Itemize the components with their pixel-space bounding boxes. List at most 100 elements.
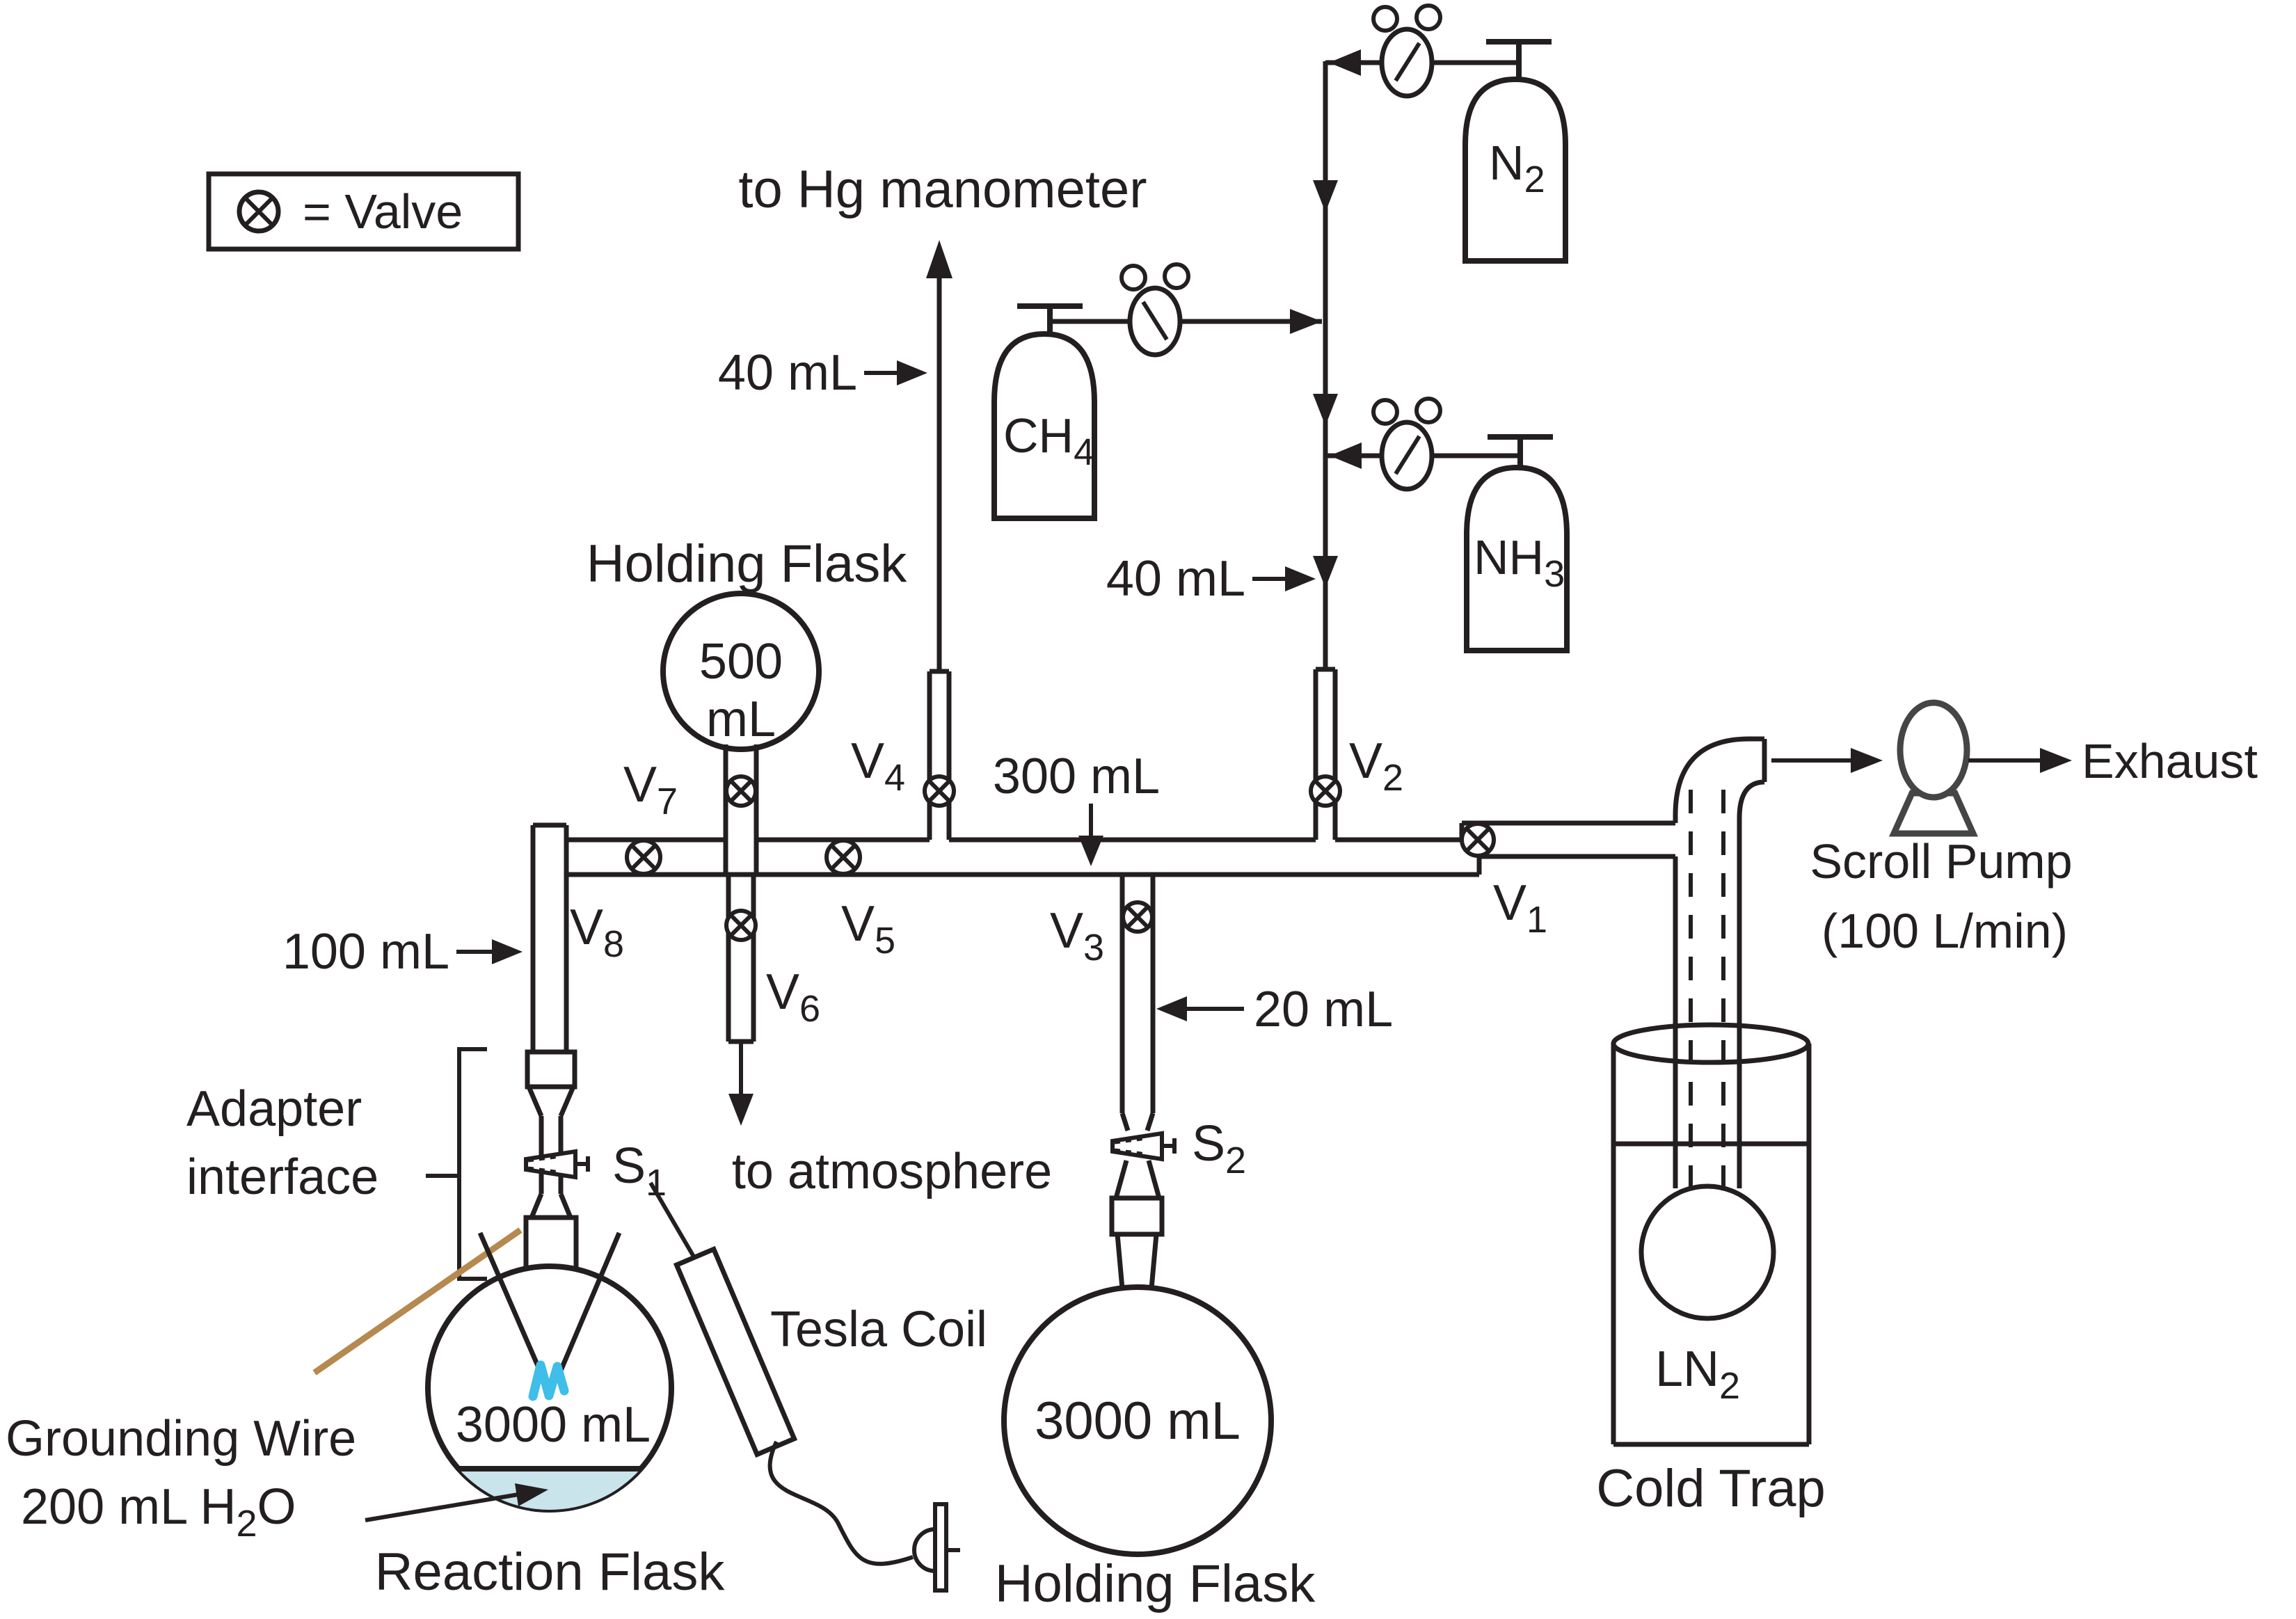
electrode-left xyxy=(477,1231,545,1377)
water-fill xyxy=(459,1469,641,1510)
valve-v2-icon xyxy=(1309,774,1342,808)
down-arrow-icon xyxy=(728,1094,754,1126)
dewar-rim xyxy=(1611,1022,1811,1065)
valve-legend: = Valve xyxy=(206,171,521,252)
ch4-label: CH4 xyxy=(1003,408,1094,473)
down-arrow-icon xyxy=(1313,394,1338,426)
exhaust-label: Exhaust xyxy=(2082,734,2258,788)
scroll-pump-rate-label: (100 L/min) xyxy=(1821,904,2068,958)
valve-v8-icon xyxy=(625,838,662,876)
holding-flask-3000-bulb xyxy=(1001,1284,1274,1557)
grounding-wire-label: Grounding Wire xyxy=(6,1411,356,1467)
stopcock-s1-icon xyxy=(524,1149,590,1180)
holding-flask-bottom-title: Holding Flask xyxy=(995,1554,1316,1613)
v6-port: to atmosphere xyxy=(726,875,1052,1199)
reaction-flask-capacity: 3000 mL xyxy=(456,1397,651,1453)
n2-regulator-icon xyxy=(1371,3,1442,99)
v3-port-holding-flask: 20 mL 3000 mL Holding Flask xyxy=(995,875,1393,1613)
main-manifold: 100 mL 300 mL xyxy=(282,749,1482,1052)
ground-glass-joint xyxy=(1109,1195,1165,1237)
left-arrow-icon xyxy=(1329,49,1361,76)
stopcock-s2-label: S2 xyxy=(1192,1116,1246,1181)
valve-v8-label: V8 xyxy=(570,900,624,965)
valve-v4-label: V4 xyxy=(851,733,905,799)
ch4-regulator-icon xyxy=(1119,262,1190,358)
ch4-cylinder xyxy=(991,330,1097,521)
reaction-flask: 3000 mL Reaction Flask Grounding Wire 20… xyxy=(6,1227,726,1602)
valve-v6-icon xyxy=(724,909,758,942)
valve-v3-icon xyxy=(1121,900,1154,934)
ln2-label: LN2 xyxy=(1655,1341,1740,1407)
trap-bulb xyxy=(1639,1183,1776,1321)
n2-label: N2 xyxy=(1489,136,1545,200)
adapter-label-line2: interface xyxy=(186,1149,378,1205)
volume-40ml-gas-label: 40 mL xyxy=(1106,551,1245,607)
holding-flask-500-bulb xyxy=(660,591,822,752)
ch4-branch: CH4 xyxy=(991,262,1322,521)
holding-flask-500: Holding Flask 500 mL xyxy=(587,534,907,875)
holding-flask-top-title: Holding Flask xyxy=(587,534,907,593)
up-arrow-icon xyxy=(926,240,952,278)
gas-manifold: 40 mL xyxy=(1106,61,1338,840)
right-arrow-icon xyxy=(1285,566,1316,591)
adapter-interface: Adapter interface xyxy=(186,1047,590,1281)
left-arrow-icon xyxy=(1330,442,1362,469)
right-arrow-icon xyxy=(1290,309,1322,334)
reaction-flask-title: Reaction Flask xyxy=(375,1542,726,1602)
stopcock-s2-icon xyxy=(1110,1131,1177,1162)
to-hg-manometer-label: to Hg manometer xyxy=(738,160,1147,219)
nh3-cylinder xyxy=(1464,464,1570,653)
adapter-label-line1: Adapter xyxy=(186,1081,362,1137)
manometer-line: to Hg manometer 40 mL xyxy=(718,160,1147,840)
valve-v5-label: V5 xyxy=(841,896,895,962)
pump-body-icon xyxy=(1897,699,1970,801)
tesla-coil-label: Tesla Coil xyxy=(770,1302,987,1357)
adapter-top-joint xyxy=(525,1049,577,1090)
valve-v1-label: V1 xyxy=(1493,875,1547,941)
right-arrow-icon xyxy=(897,360,927,385)
scroll-pump: Exhaust Scroll Pump (100 L/min) xyxy=(1771,699,2258,958)
nh3-label: NH3 xyxy=(1474,530,1565,595)
down-arrow-icon xyxy=(1313,556,1338,588)
valve-v5-icon xyxy=(824,838,862,876)
n2-branch: N2 xyxy=(1325,3,1568,264)
valve-v4-icon xyxy=(923,774,956,808)
nh3-branch: NH3 xyxy=(1325,397,1570,653)
water-amount-label: 200 mL H2O xyxy=(21,1479,296,1545)
down-arrow-icon xyxy=(1313,180,1338,212)
volume-40ml-manometer-label: 40 mL xyxy=(718,345,857,401)
to-atmosphere-label: to atmosphere xyxy=(732,1144,1052,1199)
stopcock-s1-label: S1 xyxy=(612,1138,667,1204)
legend-text: = Valve xyxy=(303,184,463,239)
scroll-pump-label: Scroll Pump xyxy=(1810,834,2072,888)
tesla-coil-connector xyxy=(912,1502,960,1593)
valve-v3-label: V3 xyxy=(1050,903,1104,968)
holding-flask-bottom-capacity: 3000 mL xyxy=(1035,1391,1241,1451)
volume-100ml-label: 100 mL xyxy=(282,924,449,980)
tesla-coil: Tesla Coil xyxy=(648,1181,987,1593)
left-arrow-icon xyxy=(1156,996,1187,1021)
volume-20ml-label: 20 mL xyxy=(1254,982,1393,1037)
adapter-bracket xyxy=(426,1047,487,1281)
grounding-wire-line xyxy=(312,1227,523,1375)
tesla-coil-tip xyxy=(648,1181,701,1266)
right-arrow-icon xyxy=(492,939,523,964)
right-arrow-icon xyxy=(1851,748,1883,773)
valve-v7-label: V7 xyxy=(623,757,678,822)
down-arrow-icon xyxy=(1078,836,1103,866)
up-right-arrow-icon xyxy=(515,1483,548,1506)
valve-v7-icon xyxy=(724,774,758,808)
valve-icon xyxy=(237,189,281,234)
n2-cylinder xyxy=(1462,76,1568,264)
cold-trap: LN2 Cold Trap xyxy=(1596,736,1826,1518)
adapter-lower-joint xyxy=(523,1215,579,1272)
volume-300ml-label: 300 mL xyxy=(993,749,1160,804)
holding-flask-top-capacity: 500 xyxy=(699,634,783,689)
electrode-right xyxy=(556,1231,622,1377)
valve-v2-label: V2 xyxy=(1349,733,1403,799)
valve-v6-label: V6 xyxy=(766,964,820,1030)
holding-flask-top-capacity-unit: mL xyxy=(706,692,776,747)
right-arrow-icon xyxy=(2040,748,2072,773)
tesla-coil-cord xyxy=(767,1440,914,1566)
